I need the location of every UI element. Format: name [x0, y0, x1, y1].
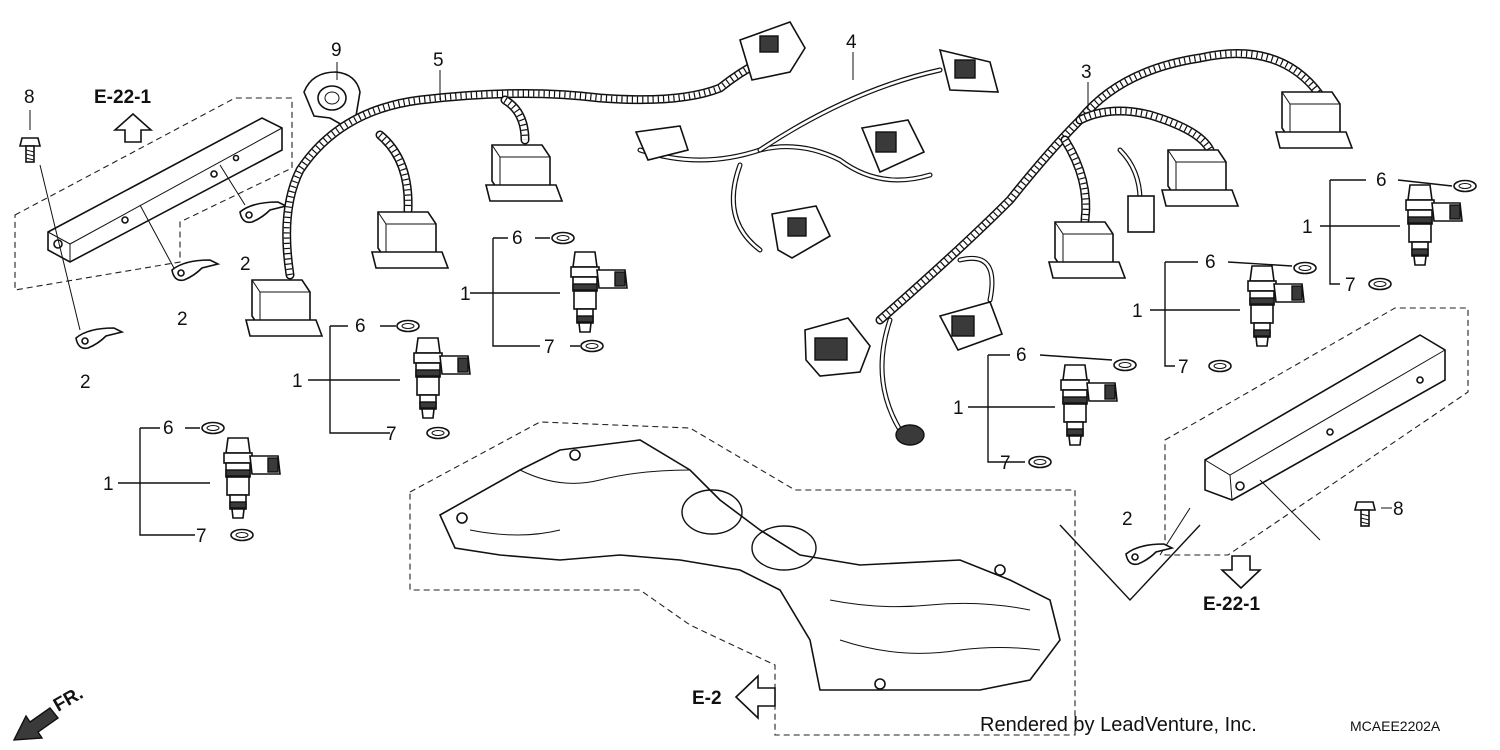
reference-label-fuel-pipe-left[interactable]: E-22-1: [94, 87, 151, 108]
o-ring-lower-b[interactable]: [426, 426, 450, 440]
intake-manifold[interactable]: [438, 439, 1061, 691]
bolt-left[interactable]: [19, 137, 41, 163]
o-ring-upper-b[interactable]: [396, 319, 420, 333]
injector-e[interactable]: [1247, 265, 1305, 347]
callout-o-ring-upper-b: 6: [355, 316, 366, 337]
o-ring-upper-a[interactable]: [201, 421, 225, 435]
o-ring-lower-e[interactable]: [1208, 359, 1232, 373]
callout-harness-front: 5: [433, 50, 444, 71]
callout-o-ring-lower-e: 7: [1178, 357, 1189, 378]
coil-boot-front-a[interactable]: [245, 279, 323, 337]
credit-text: Rendered by LeadVenture, Inc.: [980, 714, 1257, 736]
clip-right[interactable]: [1125, 543, 1173, 566]
o-ring-lower-d[interactable]: [1028, 455, 1052, 469]
callout-bolt-right: 8: [1393, 499, 1404, 520]
injector-set-b: [308, 319, 471, 440]
front-label: FR.: [50, 683, 87, 716]
callout-clip-left-a: 2: [240, 254, 251, 275]
coil-boot-rear-b[interactable]: [1161, 149, 1239, 207]
fuel-pipe-left-group: [14, 97, 293, 350]
callout-injector-b: 1: [292, 371, 303, 392]
coil-boot-front-b[interactable]: [371, 211, 449, 269]
o-ring-lower-a[interactable]: [230, 528, 254, 542]
intake-group: [409, 421, 1201, 736]
injector-set-a: [118, 421, 281, 542]
o-ring-lower-c[interactable]: [580, 339, 604, 353]
callout-o-ring-lower-f: 7: [1345, 275, 1356, 296]
reference-label-intake[interactable]: E-2: [692, 688, 722, 709]
reference-arrow-left-icon: [734, 674, 776, 720]
callout-o-ring-lower-b: 7: [386, 424, 397, 445]
injector-set-f: [1320, 179, 1477, 291]
callout-bolt-left: 8: [24, 87, 35, 108]
injector-set-d: [968, 354, 1137, 469]
intake-outline: [409, 421, 1076, 736]
diagram-code: MCAEE2202A: [1350, 718, 1441, 734]
callout-o-ring-lower-c: 7: [544, 337, 555, 358]
callout-injector-e: 1: [1132, 301, 1143, 322]
injector-b[interactable]: [413, 337, 471, 419]
callout-o-ring-upper-d: 6: [1016, 345, 1027, 366]
injector-f[interactable]: [1405, 184, 1463, 266]
callout-clip-right: 2: [1122, 509, 1133, 530]
callout-o-ring-upper-e: 6: [1205, 252, 1216, 273]
callout-clip-left-b: 2: [177, 309, 188, 330]
callout-injector-f: 1: [1302, 217, 1313, 238]
injector-a[interactable]: [223, 437, 281, 519]
o-ring-upper-f[interactable]: [1453, 179, 1477, 193]
reference-arrow-down-icon: [1219, 555, 1263, 590]
callout-injector-d: 1: [953, 398, 964, 419]
bolt-right[interactable]: [1354, 501, 1376, 527]
callout-stay: 9: [331, 40, 342, 61]
callout-o-ring-upper-f: 6: [1376, 170, 1387, 191]
stay-part[interactable]: [303, 71, 361, 127]
fuel-pipe-left[interactable]: [47, 117, 283, 263]
harness-front[interactable]: [245, 21, 806, 337]
front-arrow-icon: [12, 707, 60, 741]
coil-boot-rear-c[interactable]: [1275, 91, 1353, 149]
harness-rear[interactable]: [804, 49, 1353, 446]
clip-left-b[interactable]: [171, 259, 219, 282]
clip-left-c[interactable]: [75, 327, 123, 350]
reference-label-fuel-pipe-right[interactable]: E-22-1: [1203, 594, 1260, 615]
coil-boot-rear-a[interactable]: [1048, 221, 1126, 279]
callout-o-ring-upper-a: 6: [163, 418, 174, 439]
callout-o-ring-lower-a: 7: [196, 526, 207, 547]
callout-injector-c: 1: [460, 284, 471, 305]
fuel-pipe-right-group: [1125, 307, 1469, 590]
callout-clip-left-c: 2: [80, 372, 91, 393]
callout-harness-rear: 3: [1081, 62, 1092, 83]
injector-set-c: [470, 231, 628, 353]
o-ring-upper-d[interactable]: [1113, 358, 1137, 372]
coil-boot-front-c[interactable]: [485, 144, 563, 202]
fuel-pipe-right[interactable]: [1204, 334, 1446, 501]
o-ring-lower-f[interactable]: [1368, 277, 1392, 291]
o-ring-upper-e[interactable]: [1293, 261, 1317, 275]
fuel-pipe-right-outline: [1164, 307, 1469, 556]
injector-c[interactable]: [570, 251, 628, 333]
injector-set-e: [1150, 261, 1317, 373]
front-direction-indicator: [12, 707, 60, 741]
harness-sub[interactable]: [634, 48, 1000, 259]
clip-left-a[interactable]: [239, 201, 287, 224]
o-ring-upper-c[interactable]: [551, 231, 575, 245]
reference-arrow-up-icon: [114, 113, 152, 143]
injector-d[interactable]: [1060, 364, 1118, 446]
callout-o-ring-lower-d: 7: [1000, 453, 1011, 474]
callout-harness-sub: 4: [846, 32, 857, 53]
callout-o-ring-upper-c: 6: [512, 228, 523, 249]
callout-injector-a: 1: [103, 474, 114, 495]
